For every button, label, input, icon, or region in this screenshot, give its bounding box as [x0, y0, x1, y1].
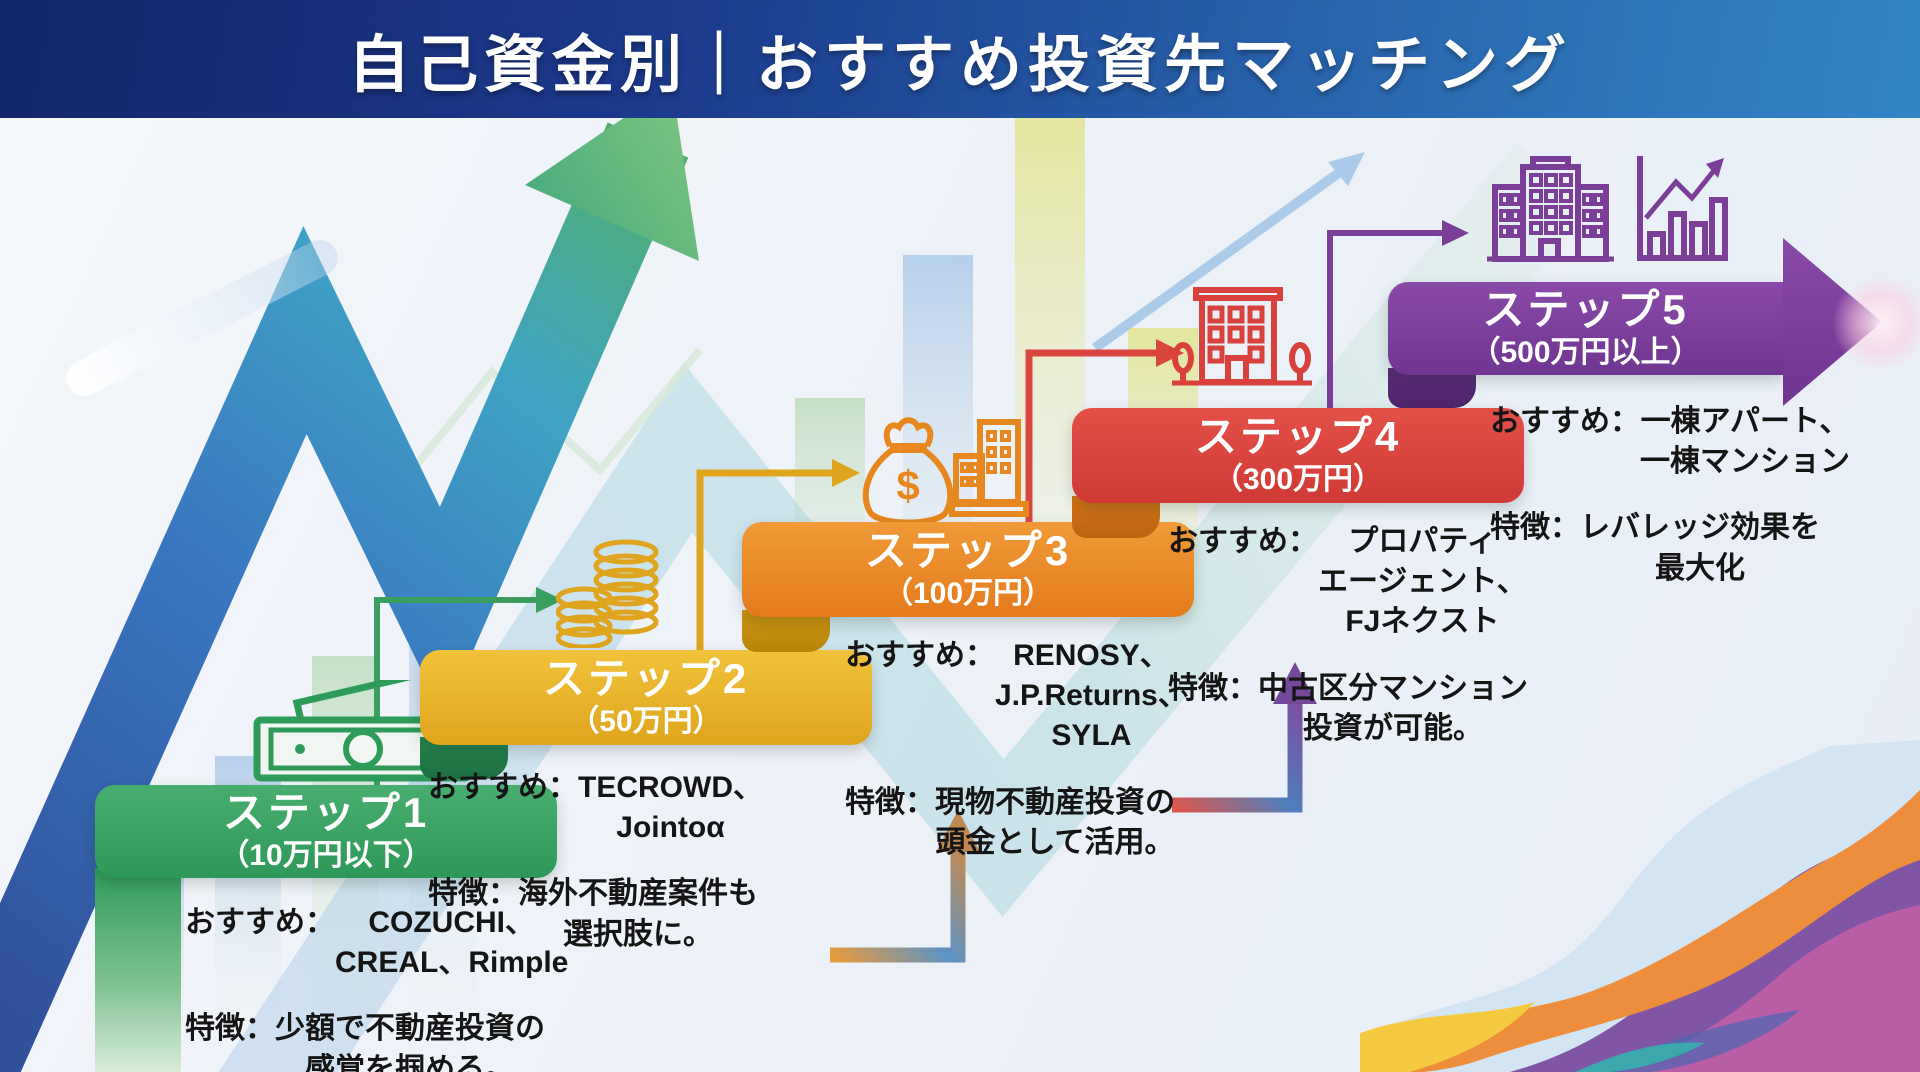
wave-orange — [1360, 790, 1920, 1072]
step5-arrowhead — [1783, 238, 1882, 406]
money-bag-icon: $ — [862, 417, 1029, 526]
step5-feature-label: 特徴： — [1490, 511, 1580, 545]
small-buildings-icon — [949, 419, 1029, 517]
step1-ribbon-tail — [95, 868, 181, 1072]
coin-stack-icon — [556, 539, 659, 648]
step3-recommend-value: RENOSY、 J.P.Returns、 SYLA — [995, 639, 1188, 753]
step3-title: ステップ3 — [864, 526, 1072, 574]
step3-subtitle: （100万円） — [882, 576, 1054, 610]
step2-recommend-value: TECROWD、 Jointoα — [578, 771, 763, 845]
header-bar: 自己資金別｜おすすめ投資先マッチング — [0, 0, 1920, 118]
faint-zigzag-line — [368, 347, 704, 523]
wave-magenta — [1620, 905, 1920, 1072]
step2-title: ステップ2 — [542, 654, 750, 702]
step4-banner: ステップ4 （300万円） — [1072, 408, 1524, 503]
wave-teal — [1575, 1042, 1705, 1072]
page-title: 自己資金別｜おすすめ投資先マッチング — [347, 31, 1572, 100]
wave-purple — [1510, 792, 1920, 1072]
growth-chart-icon — [1637, 156, 1728, 261]
wave-indigo — [1590, 1010, 1800, 1072]
step4-feature-label: 特徴： — [1168, 671, 1258, 705]
step1-subtitle: （10万円以下） — [219, 838, 433, 872]
step5-recommend-label: おすすめ： — [1490, 405, 1640, 438]
light-streak — [60, 233, 344, 403]
step2-recommend-label: おすすめ： — [428, 771, 578, 804]
step1-feature-label: 特徴： — [185, 1012, 275, 1046]
step1-recommend-label: おすすめ： — [185, 906, 335, 939]
step2-feature-label: 特徴： — [428, 877, 518, 911]
step5-details: おすすめ： 一棟アパート、 一棟マンション 特徴： レバレッジ効果を 最大化 — [1490, 402, 1920, 589]
step4-subtitle: （300万円） — [1212, 462, 1384, 496]
step2-feature-value: 海外不動産案件も 選択肢に。 — [518, 877, 758, 951]
svg-text:$: $ — [896, 462, 919, 509]
step5-recommend-value: 一棟アパート、 一棟マンション — [1640, 405, 1850, 479]
step4-title: ステップ4 — [1194, 412, 1402, 460]
step3-feature-label: 特徴： — [845, 785, 935, 819]
step5-banner: ステップ5 （500万円以上） — [1388, 282, 1783, 375]
wave-decoration — [1360, 740, 1920, 1072]
step2-subtitle: （50万円） — [569, 704, 723, 738]
step4-feature-value: 中古区分マンション 投資が可能。 — [1258, 671, 1528, 745]
step1-title: ステップ1 — [222, 788, 430, 836]
step2-details: おすすめ： TECROWD、 Jointoα 特徴： 海外不動産案件も 選択肢に… — [428, 768, 858, 955]
step5-subtitle: （500万円以上） — [1470, 335, 1701, 369]
wave-lightblue — [1360, 740, 1920, 1072]
step5-feature-value: レバレッジ効果を 最大化 — [1580, 511, 1820, 585]
office-buildings-icon — [1487, 156, 1614, 262]
step2-banner: ステップ2 （50万円） — [420, 650, 872, 745]
step4-recommend-label: おすすめ： — [1168, 525, 1318, 558]
step3-recommend-label: おすすめ： — [845, 639, 995, 672]
step5-title: ステップ5 — [1482, 285, 1689, 333]
step1-feature-value: 少額で不動産投資の 感覚を掴める。 — [275, 1012, 545, 1072]
apartment-building-icon — [1172, 287, 1312, 386]
arrow-tip-glow — [1833, 275, 1920, 371]
wave-yellow — [1360, 1002, 1535, 1072]
step3-feature-value: 現物不動産投資の 頭金として活用。 — [935, 785, 1175, 859]
